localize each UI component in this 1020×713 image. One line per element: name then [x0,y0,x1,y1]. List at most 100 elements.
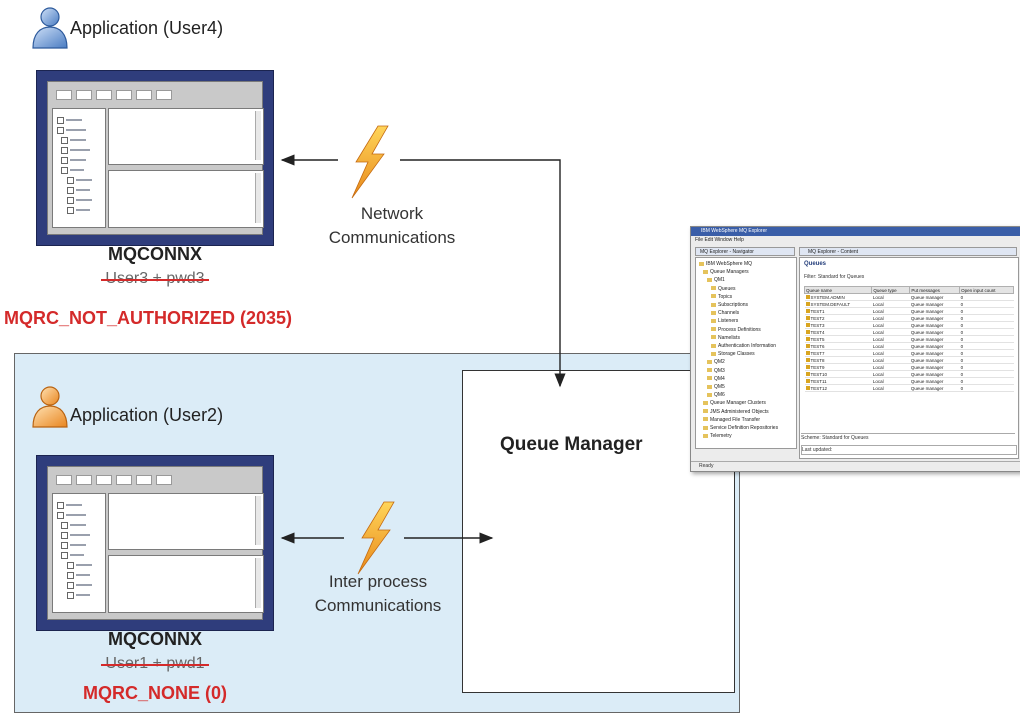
navigator-item[interactable]: Managed File Transfer [703,417,760,423]
folder-icon [707,278,712,283]
network-arrow [280,154,566,388]
remote-credentials: User3 + pwd3 [101,270,209,287]
navigator-item[interactable]: IBM WebSphere MQ [699,261,752,267]
queue-cell: Queue manager [909,349,960,357]
queue-cell: 0 [959,307,1014,315]
navigator-item[interactable]: Process Definitions [711,327,761,333]
queue-cell: 0 [959,370,1014,378]
network-caption-line2: Communications [328,228,456,247]
queue-cell: 0 [959,293,1014,301]
navigator-item[interactable]: Storage Classes [711,351,755,357]
queues-column-header[interactable]: Queue type [871,286,911,294]
navigator-item[interactable]: Subscriptions [711,302,748,308]
queues-column-header[interactable]: Open input count [959,286,1014,294]
navigator-item[interactable]: QM5 [707,384,725,390]
queue-cell: TEST6 [804,342,872,350]
queue-icon [805,323,810,328]
folder-icon [711,319,716,324]
queue-cell: Queue manager [909,377,960,385]
navigator-item[interactable]: Namelists [711,335,740,341]
ipc-caption-line2: Communications [314,596,442,615]
navigator-item[interactable]: Service Definition Repositories [703,425,778,431]
explorer-last-updated: Last updated: [801,445,1017,455]
navigator-item[interactable]: QM2 [707,359,725,365]
local-app-window [36,455,274,631]
queue-cell: 0 [959,342,1014,350]
queue-cell: 0 [959,384,1014,392]
user2-icon [30,385,70,434]
folder-icon [711,335,716,340]
navigator-item[interactable]: QM3 [707,368,725,374]
queue-cell: TEST10 [804,370,872,378]
queue-cell: Local [871,300,910,308]
folder-icon [711,327,716,332]
explorer-heading: Queues [804,261,827,267]
queue-cell: Local [871,335,910,343]
folder-icon [703,409,708,414]
navigator-item[interactable]: Queue Manager Clusters [703,400,766,406]
queue-icon [805,344,810,349]
queue-cell: TEST9 [804,363,872,371]
queue-cell: Local [871,349,910,357]
queue-icon [805,351,810,356]
navigator-item[interactable]: Topics [711,294,732,300]
queue-icon [805,295,810,300]
queue-cell: TEST12 [804,384,872,392]
folder-icon [711,294,716,299]
navigator-item[interactable]: JMS Administered Objects [703,409,769,415]
navigator-item[interactable]: Listeners [711,318,738,324]
remote-reason-code: MQRC_NOT_AUTHORIZED (2035) [4,308,293,328]
queue-cell: Local [871,377,910,385]
queue-cell: Queue manager [909,356,960,364]
queues-column-header[interactable]: Put messages [909,286,961,294]
navigator-item[interactable]: Channels [711,310,739,316]
queue-cell: TEST8 [804,356,872,364]
queue-cell: 0 [959,314,1014,322]
local-reason-code: MQRC_NONE (0) [82,683,227,703]
navigator-item[interactable]: QM4 [707,376,725,382]
folder-icon [707,360,712,365]
queue-cell: Local [871,342,910,350]
navigator-item[interactable]: Authentication Information [711,343,776,349]
navigator-item[interactable]: Queue Managers [703,269,749,275]
queue-manager-box [462,370,735,693]
queue-icon [805,302,810,307]
folder-icon [703,401,708,406]
folder-icon [703,425,708,430]
queues-column-header[interactable]: Queue name [803,286,873,294]
queue-cell: TEST2 [804,314,872,322]
queue-cell: SYSTEM.DEFAULT [804,300,872,308]
local-api-call: MQCONNX [108,629,202,649]
folder-icon [711,286,716,291]
navigator-item[interactable]: Telemetry [703,433,732,439]
queue-cell: Queue manager [909,300,960,308]
explorer-filter: Filter: Standard for Queues [804,274,865,280]
explorer-title: IBM WebSphere MQ Explorer [691,227,1020,236]
folder-icon [703,269,708,274]
navigator-item[interactable]: QM6 [707,392,725,398]
navigator-item[interactable]: Queues [711,286,736,292]
queue-cell: Local [871,356,910,364]
folder-icon [711,302,716,307]
explorer-nav-tab: MQ Explorer - Navigator [695,247,795,256]
navigator-item[interactable]: QM1 [707,277,725,283]
queue-cell: Local [871,307,910,315]
queue-cell: 0 [959,300,1014,308]
queue-cell: Queue manager [909,370,960,378]
queue-cell: 0 [959,321,1014,329]
